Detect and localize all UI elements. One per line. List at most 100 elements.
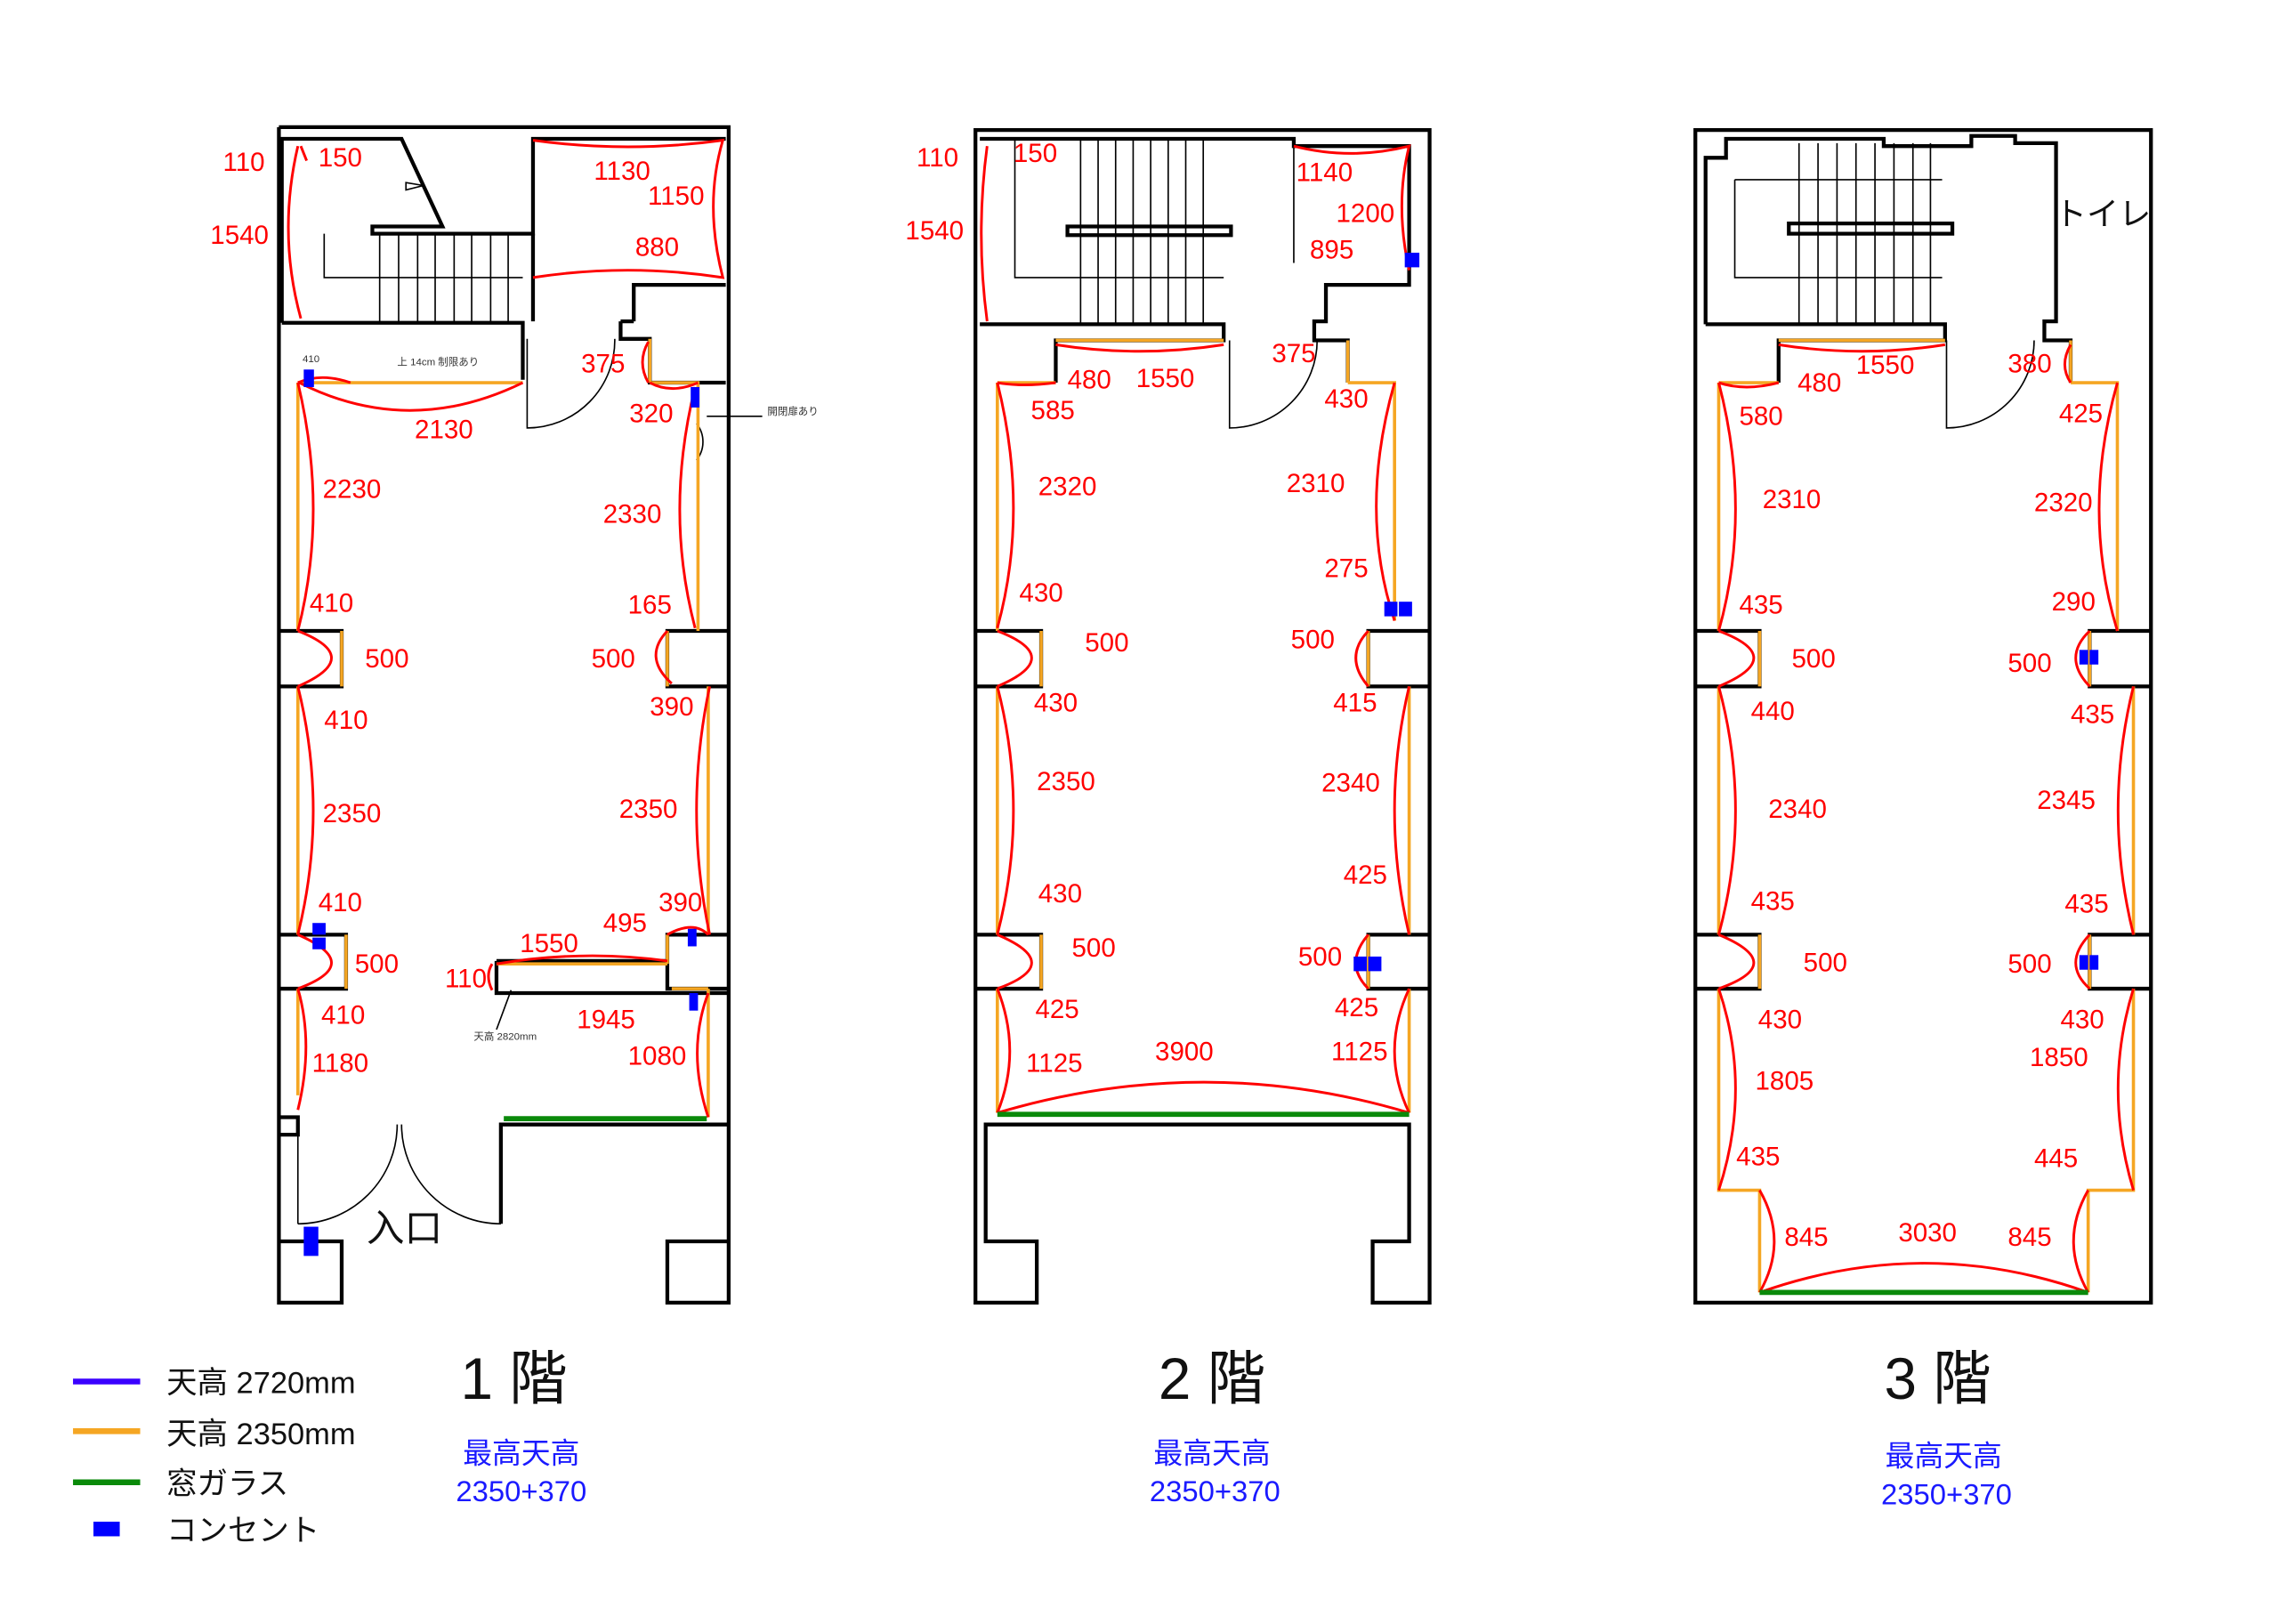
floor-2-dimension-label: 425 — [1035, 995, 1078, 1024]
floor-1-dimension-label: 410 — [310, 589, 353, 618]
floor-1-plan — [277, 125, 763, 1305]
floor-2-dimension-label: 480 — [1068, 366, 1111, 395]
floor-3-dimension-label: 445 — [2034, 1143, 2078, 1173]
floor-1-dimension-label: 500 — [355, 949, 399, 979]
floor-2-dimension-label: 500 — [1298, 942, 1342, 972]
floor-2-dimension-label: 425 — [1335, 993, 1378, 1022]
legend-ceiling-2350: 天高 2350mm — [166, 1418, 356, 1451]
floor-3-dimension-label: 2340 — [1768, 795, 1827, 824]
floor-2-dimension-label: 2310 — [1287, 469, 1345, 498]
floor-3-dimension-label: 380 — [2007, 350, 2051, 379]
floor-2-dimension-label: 500 — [1072, 933, 1116, 963]
floor-3-max-ceiling-label: 最高天高 — [1886, 1440, 2002, 1473]
floor-2-title: 2 階 — [1159, 1346, 1265, 1411]
floor-3-dimension-label: 435 — [2064, 890, 2108, 919]
floor-2-max-ceiling-label: 最高天高 — [1153, 1436, 1270, 1469]
floor-2-dimension-label: 415 — [1333, 688, 1377, 717]
toilet-label: トイレ — [2055, 196, 2151, 232]
floor-3-dimension-label: 2320 — [2034, 488, 2093, 517]
floor-1-dimension-label: 1540 — [210, 221, 269, 250]
floor-3-dimension-label: 1805 — [1755, 1066, 1814, 1095]
floor-3-dimension-label: 1850 — [2030, 1043, 2088, 1072]
note-ceiling-2820: 天高 2820mm — [473, 1030, 537, 1043]
note-410: 410 — [303, 354, 319, 365]
floor-2-dimension-label: 430 — [1324, 384, 1368, 414]
floor-2-dimension-label: 1540 — [905, 216, 964, 246]
floor-1-dimension-label: 1550 — [520, 929, 578, 958]
legend-swatch-outlet — [93, 1522, 120, 1537]
floor-1-dimension-label: 320 — [629, 399, 673, 428]
floor-1-dimension-label: 1945 — [577, 1005, 635, 1034]
floor-2-dimension-label: 2350 — [1037, 767, 1095, 796]
floor-1-dimension-label: 495 — [603, 909, 647, 938]
floor-1-dimension-label: 165 — [628, 590, 672, 619]
floor-3-dimension-label: 435 — [1739, 590, 1782, 619]
floor-2-dimension-label: 3900 — [1155, 1037, 1214, 1066]
floor-1-dimension-label: 1180 — [312, 1049, 368, 1079]
floor-3-max-ceiling-value: 2350+370 — [1881, 1477, 2012, 1510]
floor-2-dimension-label: 1550 — [1136, 364, 1195, 393]
note-upper-limit: 上 14cm 制限あり — [397, 356, 479, 368]
floor-3-dimension-label: 435 — [1736, 1143, 1780, 1172]
floor-2-dimension-label: 430 — [1038, 879, 1082, 909]
floor-2-dimension-label: 425 — [1344, 860, 1387, 890]
floor-1-dimension-label: 410 — [324, 706, 368, 735]
floor-1-dimension-label: 880 — [635, 232, 679, 262]
floor-3-dimension-label: 580 — [1739, 402, 1782, 432]
legend-outlet: コンセント — [166, 1514, 319, 1547]
floor-1-dimension-label: 2230 — [323, 475, 382, 505]
floor-2-dimension-label: 2320 — [1038, 472, 1097, 501]
floor-1-max-ceiling-value: 2350+370 — [456, 1475, 586, 1507]
floor-3-dimension-label: 440 — [1751, 697, 1795, 726]
floor-3-dimension-label: 1550 — [1856, 351, 1915, 380]
floor-1-max-ceiling-label: 最高天高 — [463, 1436, 579, 1469]
floor-1-dimension-label: 150 — [319, 143, 362, 173]
floor-3-dimension-label: 435 — [2071, 699, 2114, 729]
floor-2-dimension-label: 2340 — [1321, 769, 1380, 798]
floor-2-dimension-label: 500 — [1291, 626, 1335, 655]
floor-1-dimension-label: 1130 — [594, 157, 650, 186]
floor-1-dimension-label: 500 — [592, 644, 635, 674]
floor-3-dimension-label: 2345 — [2037, 786, 2096, 815]
floor-3-dimension-label: 435 — [1751, 886, 1795, 916]
floor-3-dimension-label: 845 — [2007, 1223, 2051, 1252]
floor-1-dimension-label: 2330 — [603, 500, 662, 529]
floor-3-dimension-label: 480 — [1797, 368, 1841, 398]
floor-1-dimension-label: 500 — [365, 644, 408, 674]
floor-1-dimension-label: 110 — [445, 964, 487, 993]
floor-2-max-ceiling-value: 2350+370 — [1150, 1475, 1280, 1507]
floor-1-dimension-label: 375 — [581, 350, 625, 379]
floor-3-plan — [1693, 128, 2153, 1305]
floor-3-title: 3 階 — [1884, 1346, 1991, 1411]
floor-3-dimension-label: 500 — [2007, 649, 2051, 678]
floor-1-dimension-label: 2350 — [619, 795, 678, 824]
legend-window: 窓ガラス — [166, 1467, 288, 1501]
legend: 天高 2720mm 天高 2350mm 窓ガラス コンセント — [73, 1367, 356, 1547]
floor-3-dimension-label: 3030 — [1898, 1218, 1957, 1248]
floor-2-plan — [973, 128, 1432, 1305]
floor-1-dimension-label: 1080 — [628, 1041, 687, 1071]
floor-1-title: 1 階 — [460, 1346, 567, 1411]
floor-3-dimension-label: 500 — [1792, 644, 1836, 674]
floor-2-dimension-label: 430 — [1034, 688, 1078, 717]
floor-3-dimension-label: 290 — [2052, 587, 2096, 617]
floor-1-dimension-label: 390 — [658, 888, 702, 917]
floor-2-dimension-label: 1140 — [1297, 158, 1353, 188]
floor-3-dimension-label: 845 — [1784, 1223, 1828, 1252]
floor-2-dimension-label: 110 — [917, 143, 958, 173]
floor-3-dimension-label: 500 — [2007, 949, 2051, 979]
legend-ceiling-2720: 天高 2720mm — [166, 1367, 356, 1401]
floor-1-dimension-label: 2130 — [415, 415, 473, 444]
floor-3-dimension-label: 430 — [2060, 1005, 2104, 1034]
floor-3-dimension-label: 430 — [1758, 1005, 1802, 1034]
floor-2-dimension-label: 430 — [1019, 578, 1062, 608]
floor-2-dimension-label: 1125 — [1026, 1049, 1082, 1079]
floor-3-dimension-label: 425 — [2059, 399, 2103, 428]
floor-1-dimension-label: 390 — [650, 692, 693, 722]
floor-3-dimension-label: 500 — [1804, 948, 1847, 977]
floor-2-dimension-label: 375 — [1272, 339, 1315, 368]
floor-2-dimension-label: 275 — [1324, 553, 1368, 583]
note-door: 開閉扉あり — [767, 406, 818, 417]
floor-1-dimension-label: 2350 — [323, 799, 382, 828]
